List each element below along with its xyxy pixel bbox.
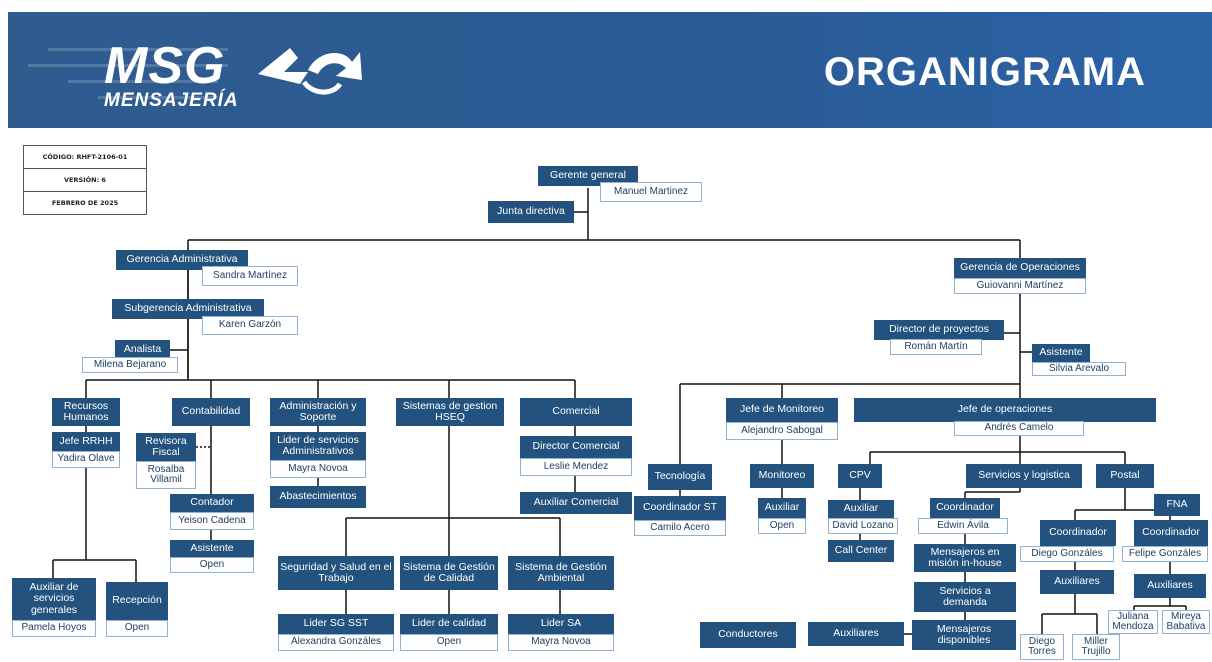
node-aux-fna-1: Juliana Mendoza <box>1108 610 1158 634</box>
node-aux-postal-1: Diego Torres <box>1020 634 1064 660</box>
node-tecnologia: Tecnología <box>648 464 712 490</box>
logo-text: MSG <box>104 37 226 95</box>
node-lider-sg-sst: Lider SG SST <box>278 614 394 634</box>
node-recepcion-name: Open <box>106 620 168 637</box>
node-jefe-rrhh: Jefe RRHH <box>52 432 120 451</box>
node-auxiliar-servicios-generales: Auxiliar de servicios generales <box>12 578 96 620</box>
document-version: VERSIÓN: 6 <box>24 169 146 192</box>
header-banner: MSG MENSAJERÍA ORGANIGRAMA <box>8 12 1212 128</box>
node-fna: FNA <box>1154 494 1200 516</box>
node-mensajeros-in-house: Mensajeros en misión in-house <box>914 544 1016 572</box>
node-gerencia-operaciones: Gerencia de Operaciones <box>954 258 1086 278</box>
node-coordinador-postal-name: Diego Gonzáles <box>1020 546 1114 562</box>
node-coordinador-postal: Coordinador <box>1040 520 1116 546</box>
node-servicios-logistica: Servicios y logistica <box>966 464 1082 488</box>
node-seguridad-salud-trabajo: Seguridad y Salud en el Trabajo <box>278 556 394 590</box>
node-auxiliar-servicios-generales-name: Pamela Hoyos <box>12 620 96 637</box>
node-auxiliar-monitoreo: Auxiliar <box>758 498 806 518</box>
node-gerente-general: Gerente general <box>538 166 638 186</box>
node-auxiliar-comercial: Auxiliar Comercial <box>520 492 632 514</box>
node-administracion-soporte: Administración y Soporte <box>270 398 366 426</box>
document-date: FEBRERO DE 2025 <box>51 199 119 207</box>
node-auxiliar-cpv-name: David Lozano <box>828 518 898 534</box>
node-coordinador-st: Coordinador ST <box>634 496 726 520</box>
node-auxiliar-cpv: Auxiliar <box>828 500 894 518</box>
node-recursos-humanos: Recursos Humanos <box>52 398 120 426</box>
node-subgerencia-administrativa-name: Karen Garzón <box>202 316 298 335</box>
node-auxiliares-postal: Auxiliares <box>1040 570 1114 594</box>
node-lider-sg-sst-name: Alexandra Gonzáles <box>278 634 394 651</box>
node-subgerencia-administrativa: Subgerencia Administrativa <box>112 299 264 319</box>
node-aux-postal-2: Miller Trujillo <box>1072 634 1120 660</box>
node-abastecimientos: Abastecimientos <box>270 486 366 508</box>
node-conductores: Conductores <box>700 622 796 648</box>
node-monitoreo: Monitoreo <box>750 464 814 488</box>
node-revisora-fiscal: Revisora Fiscal <box>136 433 196 461</box>
node-coordinador-logistica-name: Edwin Ávila <box>918 518 1008 534</box>
node-jefe-operaciones: Jefe de operaciones <box>854 398 1156 422</box>
page-title: ORGANIGRAMA <box>823 50 1146 94</box>
node-auxiliares-logistica: Auxiliares <box>808 622 904 646</box>
node-jefe-monitoreo-name: Alejandro Sabogal <box>726 422 838 440</box>
node-aux-fna-2: Mireya Babativa <box>1162 610 1210 634</box>
node-recepcion: Recepción <box>106 582 168 620</box>
node-gerencia-administrativa: Gerencia Administrativa <box>116 250 248 270</box>
node-revisora-fiscal-name: Rosalba Villamil <box>136 461 196 489</box>
node-jefe-operaciones-name: Andrés Camelo <box>954 421 1084 436</box>
node-sistemas-gestion-hseq: Sistemas de gestion HSEQ <box>396 398 504 426</box>
node-analista: Analista <box>115 340 170 359</box>
node-lider-sa-name: Mayra Novoa <box>508 634 614 651</box>
node-lider-servicios-administrativos: Lider de servicios Administrativos <box>270 432 366 460</box>
node-sistema-gestion-calidad: Sistema de Gestión de Calidad <box>400 556 498 590</box>
node-coordinador-fna-name: Felipe Gonzáles <box>1122 546 1208 562</box>
node-jefe-monitoreo: Jefe de Monitoreo <box>726 398 838 422</box>
node-gerencia-operaciones-name: Guiovanni Martínez <box>954 278 1086 294</box>
node-gerente-general-name: Manuel Martinez <box>600 182 702 202</box>
swoosh-arrows-icon <box>258 48 362 95</box>
node-jefe-rrhh-name: Yadira Olave <box>52 451 120 468</box>
document-code: CÓDIGO: RHFT-2106-01 <box>24 146 146 169</box>
node-sistema-gestion-ambiental: Sistema de Gestión Ambiental <box>508 556 614 590</box>
node-contabilidad: Contabilidad <box>172 398 250 426</box>
node-auxiliar-monitoreo-name: Open <box>758 518 806 534</box>
node-asistente-contable: Asistente <box>170 540 254 557</box>
node-coordinador-logistica: Coordinador <box>930 498 1000 518</box>
node-asistente-operaciones: Asistente <box>1032 344 1090 362</box>
node-contador: Contador <box>170 494 254 512</box>
node-coordinador-fna: Coordinador <box>1134 520 1208 546</box>
node-cpv: CPV <box>838 464 882 488</box>
node-analista-name: Milena Bejarano <box>82 357 178 373</box>
node-call-center: Call Center <box>828 540 894 562</box>
node-auxiliares-fna: Auxiliares <box>1134 574 1206 598</box>
node-director-comercial: Director Comercial <box>520 436 632 458</box>
node-lider-calidad-name: Open <box>400 634 498 651</box>
node-mensajeros-disponibles: Mensajeros disponibles <box>912 620 1016 650</box>
node-asistente-contable-name: Open <box>170 557 254 573</box>
node-junta-directiva: Junta directiva <box>488 201 574 223</box>
logo-subtext: MENSAJERÍA <box>104 90 239 111</box>
node-servicios-demanda: Servicios a demanda <box>914 582 1016 612</box>
node-lider-servicios-administrativos-name: Mayra Novoa <box>270 460 366 478</box>
node-comercial: Comercial <box>520 398 632 426</box>
document-control-table: CÓDIGO: RHFT-2106-01 VERSIÓN: 6 FEBRERO … <box>23 145 147 215</box>
node-lider-calidad: Lider de calidad <box>400 614 498 634</box>
node-asistente-operaciones-name: Silvia Arevalo <box>1032 362 1126 376</box>
node-director-proyectos-name: Román Martín <box>890 339 982 355</box>
node-contador-name: Yeison Cadena <box>170 512 254 530</box>
node-postal: Postal <box>1096 464 1154 488</box>
node-gerencia-administrativa-name: Sandra Martínez <box>202 266 298 286</box>
node-lider-sa: Lider SA <box>508 614 614 634</box>
node-director-proyectos: Director de proyectos <box>874 320 1004 340</box>
node-coordinador-st-name: Camilo Acero <box>634 520 726 536</box>
node-director-comercial-name: Leslie Mendez <box>520 458 632 476</box>
